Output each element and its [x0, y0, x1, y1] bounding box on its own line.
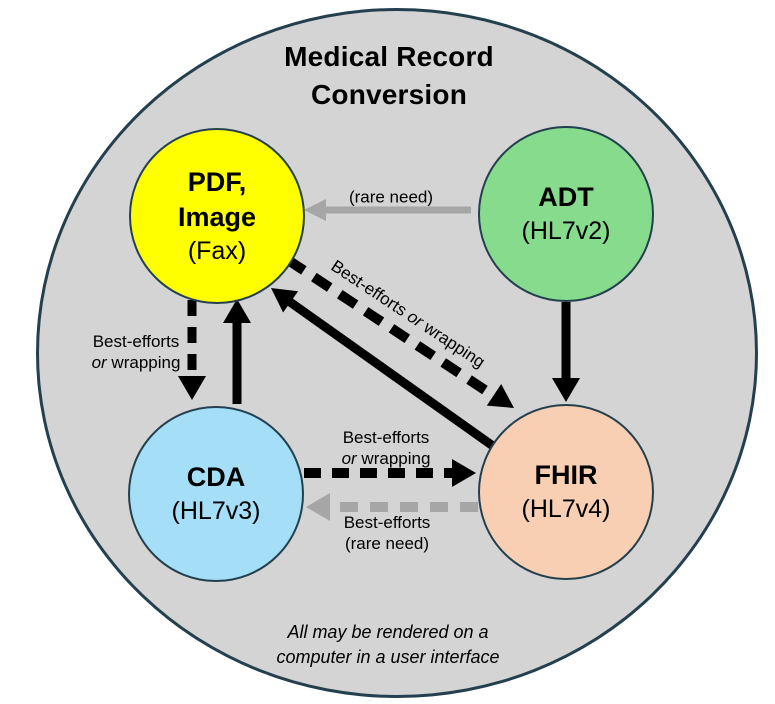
footnote: All may be rendered on a computer in a u… — [276, 620, 499, 670]
diagram-title: Medical Record Conversion — [0, 38, 775, 114]
label-cda-fhir-line1: Best-efforts — [342, 428, 430, 447]
or-word: or — [91, 353, 107, 372]
node-pdf-image-label-line2: Image — [177, 201, 257, 232]
node-adt: ADT (HL7v2) — [478, 126, 654, 302]
node-adt-sublabel: (HL7v2) — [521, 217, 611, 245]
label-cda-to-fhir: Best-efforts or wrapping — [342, 427, 431, 469]
label-pdf-cda-line1: Best-efforts — [92, 332, 180, 351]
label-pdf-cda-line2: or wrapping — [92, 352, 181, 373]
node-cda-sublabel: (HL7v3) — [171, 497, 261, 525]
label-pdf-cda-conversion: Best-efforts or wrapping — [92, 331, 181, 373]
node-pdf-image: PDF, Image (Fax) — [129, 128, 305, 304]
wrapping-word: wrapping — [106, 353, 181, 372]
node-pdf-image-label-line1: PDF, — [187, 166, 247, 197]
label-fhir-to-cda: Best-efforts (rare need) — [344, 512, 431, 554]
label-fhir-cda-line2: (rare need) — [344, 534, 430, 553]
diagram-title-line2: Conversion — [310, 79, 468, 110]
node-fhir: FHIR (HL7v4) — [478, 404, 654, 580]
node-cda: CDA (HL7v3) — [128, 406, 304, 582]
diagram-title-line1: Medical Record — [284, 41, 494, 72]
node-fhir-sublabel: (HL7v4) — [521, 495, 611, 523]
label-cda-fhir-line2: or wrapping — [342, 448, 431, 469]
node-cda-label: CDA — [186, 462, 246, 492]
node-adt-label: ADT — [538, 182, 594, 212]
footnote-line1: All may be rendered on a — [287, 622, 489, 642]
or-word: or — [341, 449, 357, 468]
label-adt-to-pdf: (rare need) — [348, 187, 434, 207]
wrapping-word: wrapping — [356, 449, 431, 468]
label-fhir-cda-line1: Best-efforts — [343, 513, 431, 532]
footnote-line2: computer in a user interface — [276, 647, 500, 667]
node-fhir-label: FHIR — [534, 460, 598, 490]
node-pdf-image-sublabel: (Fax) — [187, 236, 247, 265]
